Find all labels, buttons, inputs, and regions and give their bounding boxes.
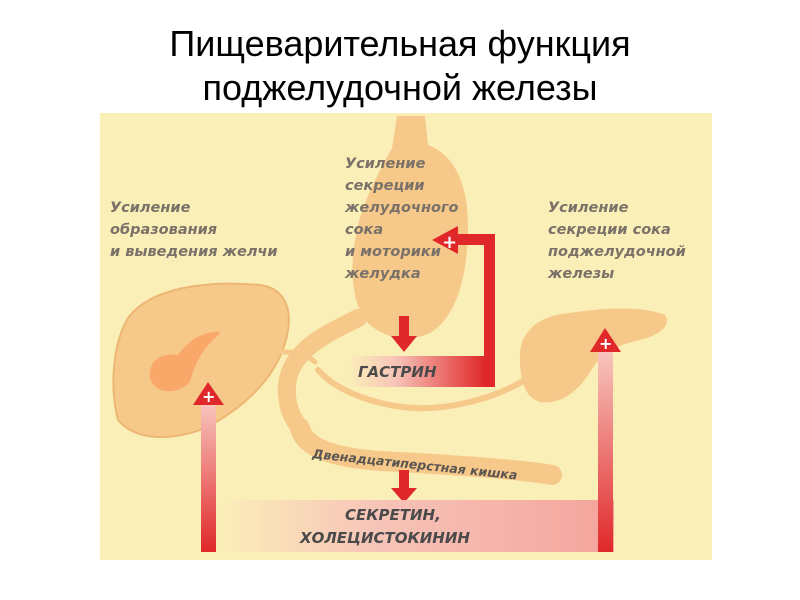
stomach-down-arrow-shaft — [399, 316, 409, 338]
pancreas-arrow-head — [590, 328, 621, 352]
gallbladder-shape — [149, 331, 222, 392]
liver-label-3: и выведения желчи — [110, 244, 278, 260]
pancreas-label-4: железы — [547, 266, 614, 282]
liver-arrow-shaft — [201, 402, 216, 552]
pancreatic-duct — [315, 367, 528, 412]
liver-label-2: образования — [110, 222, 217, 238]
plus-sign-stomach: + — [442, 232, 457, 253]
stomach-label-4: сока — [345, 222, 383, 238]
pancreas-label-3: поджелудочной — [548, 244, 686, 260]
gastrin-label: ГАСТРИН — [358, 363, 437, 381]
gastrin-feedback-shaft — [484, 238, 495, 387]
stomach-label-5: и моторики — [345, 244, 441, 260]
stomach-down-arrow-head — [391, 336, 417, 352]
title-line-2: поджелудочной железы — [202, 67, 598, 108]
pancreas-label-1: Усиление — [548, 200, 629, 216]
stomach-label-3: желудочного — [344, 200, 459, 216]
liver-arrow-head — [193, 382, 224, 405]
pancreas-shape — [519, 308, 668, 403]
duodenum-shape — [290, 418, 562, 485]
hormones-box — [216, 500, 614, 552]
stomach-label-1: Усиление — [345, 156, 426, 172]
hormones-line-2: ХОЛЕЦИСТОКИНИН — [299, 529, 470, 547]
gastrin-feedback-top — [456, 234, 495, 245]
stomach-shape — [352, 116, 468, 339]
liver-label-1: Усиление — [110, 200, 191, 216]
plus-sign-liver: + — [202, 387, 215, 406]
duodenum-down-arrow-shaft — [399, 470, 409, 490]
plus-sign-pancreas: + — [599, 334, 612, 353]
page-title: Пищеварительная функция поджелудочной же… — [0, 22, 800, 110]
pancreas-label-2: секреции сока — [548, 222, 671, 238]
hormones-line-1: СЕКРЕТИН, — [345, 506, 441, 524]
pylorus-shape — [277, 309, 367, 437]
liver-shape — [112, 282, 290, 438]
pancreas-arrow-shaft — [598, 350, 613, 552]
title-line-1: Пищеварительная функция — [169, 23, 631, 64]
stomach-label-6: желудка — [344, 266, 421, 282]
duodenum-down-arrow-head — [391, 488, 417, 503]
gastrin-feedback-head — [432, 226, 458, 254]
gastrin-box — [348, 356, 485, 387]
stomach-label-2: секреции — [345, 178, 425, 194]
